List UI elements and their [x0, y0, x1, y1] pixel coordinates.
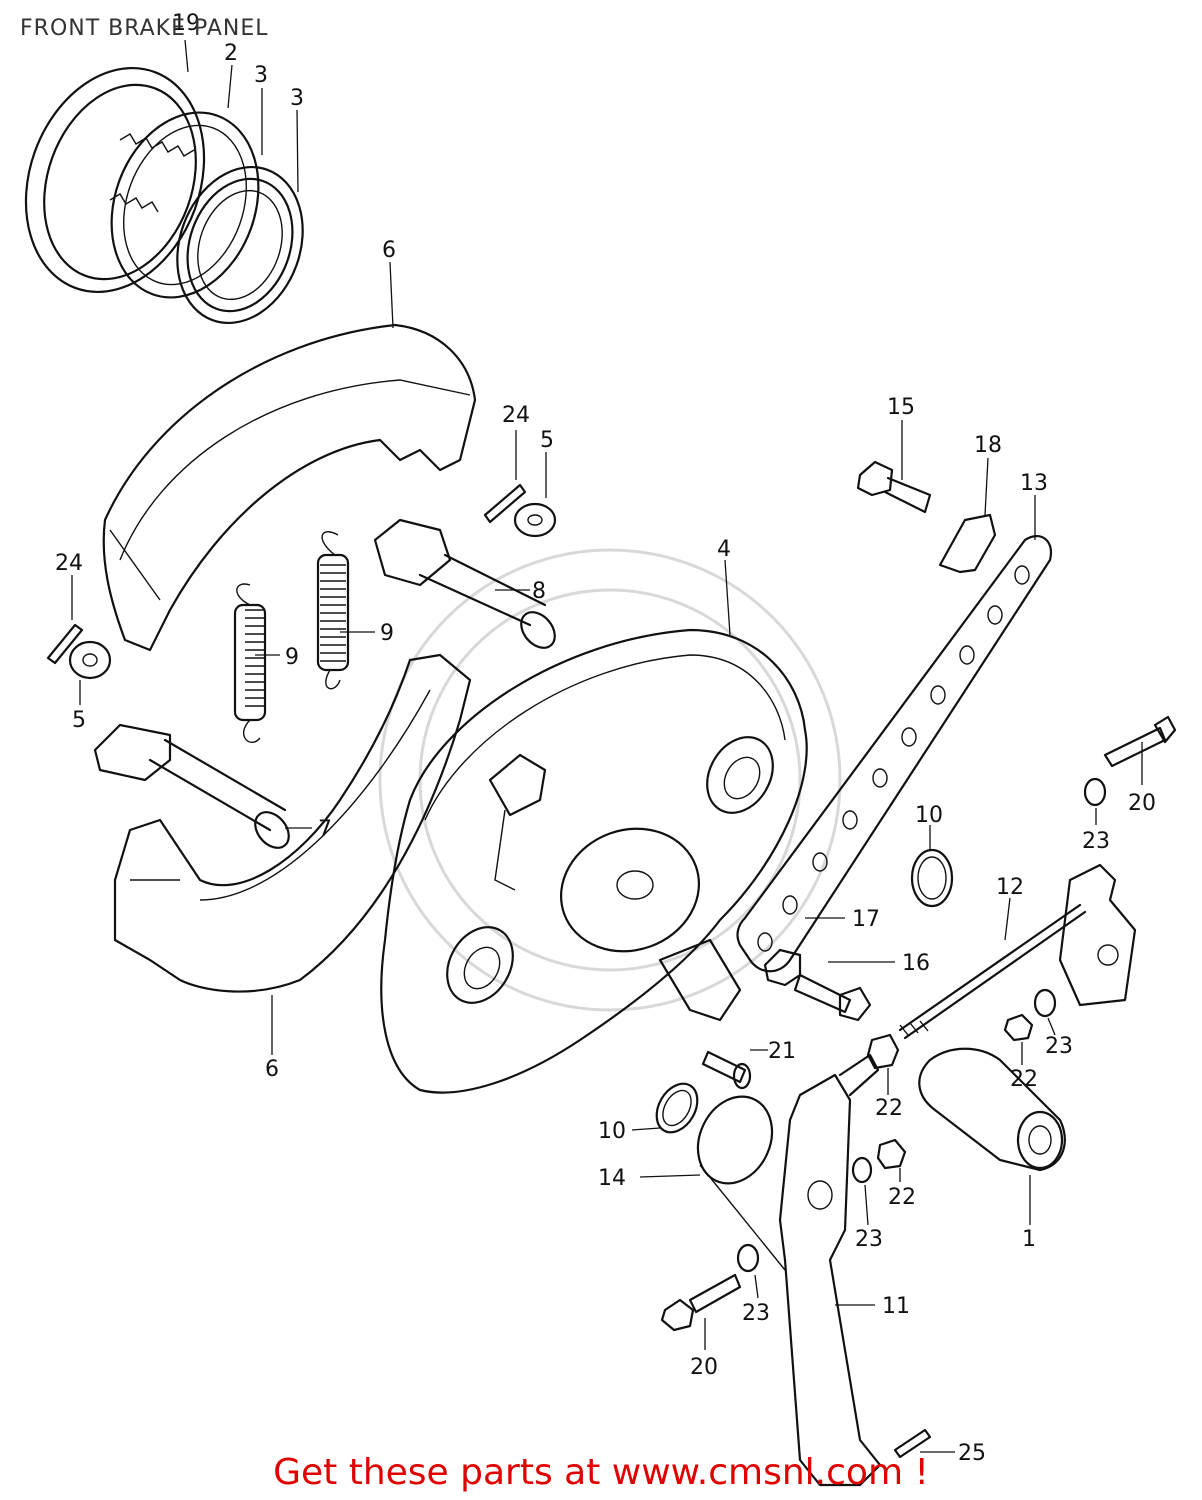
callout-7: 7 — [318, 817, 332, 842]
shoe-spring-left[interactable] — [233, 583, 267, 744]
speedometer-gear-assembly[interactable] — [0, 43, 324, 341]
cotter-pin-upper[interactable] — [483, 483, 527, 524]
callout-11: 11 — [882, 1294, 910, 1319]
callout-23-middle: 23 — [855, 1227, 883, 1252]
brake-cam-upper[interactable] — [373, 518, 562, 654]
callout-20-upper: 20 — [1128, 791, 1156, 816]
callout-17: 17 — [852, 907, 880, 932]
washer-upper[interactable] — [513, 502, 557, 538]
callout-4: 4 — [717, 537, 731, 562]
brake-panel[interactable] — [380, 628, 808, 1094]
return-spring-14[interactable] — [684, 1084, 786, 1271]
callout-13: 13 — [1020, 471, 1048, 496]
callout-22-lower: 22 — [888, 1185, 916, 1210]
callout-19: 19 — [172, 11, 200, 36]
callout-18: 18 — [974, 433, 1002, 458]
leader-lines — [71, 39, 1143, 1453]
nut-22-right[interactable] — [1003, 1013, 1034, 1042]
callout-5-upper: 5 — [540, 428, 554, 453]
washer-23-middle[interactable] — [851, 1156, 873, 1184]
brake-rod-joint[interactable] — [1058, 863, 1137, 1007]
bolt-20-lower[interactable] — [660, 1273, 742, 1332]
parts-link-banner[interactable]: Get these parts at www.cmsnl.com ! — [273, 1452, 929, 1493]
callout-24-upper: 24 — [502, 403, 530, 428]
screw-21[interactable] — [701, 1050, 752, 1090]
washer-23-lower[interactable] — [736, 1243, 760, 1273]
callout-10-lower: 10 — [598, 1119, 626, 1144]
callout-8: 8 — [532, 579, 546, 604]
callout-21: 21 — [768, 1039, 796, 1064]
bolt-16[interactable] — [793, 973, 872, 1022]
brake-shoe-upper[interactable] — [102, 323, 477, 652]
bolt-20-upper[interactable] — [1103, 715, 1177, 768]
diagram-title: FRONT BRAKE PANEL — [20, 16, 269, 41]
callout-9-right: 9 — [380, 621, 394, 646]
brake-arm-11[interactable] — [778, 1053, 882, 1487]
washer-left[interactable] — [68, 640, 112, 680]
brake-cam-lower[interactable] — [93, 723, 296, 854]
callout-12: 12 — [996, 875, 1024, 900]
callout-1: 1 — [1022, 1227, 1036, 1252]
washer-10-lower[interactable] — [648, 1076, 705, 1139]
callout-22-right: 22 — [1010, 1067, 1038, 1092]
callout-labels: 19 2 3 3 6 24 5 15 18 13 24 8 4 9 9 5 20… — [55, 11, 1156, 1466]
cotter-pin-left[interactable] — [46, 623, 84, 665]
shoe-spring-right[interactable] — [316, 531, 350, 690]
callout-14: 14 — [598, 1166, 626, 1191]
callout-3b: 3 — [290, 86, 304, 111]
callout-2: 2 — [224, 41, 238, 66]
callout-23-lower: 23 — [742, 1301, 770, 1326]
callout-20-lower: 20 — [690, 1355, 718, 1380]
washer-23-right[interactable] — [1033, 988, 1057, 1018]
nut-22-left[interactable] — [866, 1033, 900, 1070]
callout-23-upper: 23 — [1082, 829, 1110, 854]
brake-shoe-lower[interactable] — [113, 653, 472, 993]
callout-5-left: 5 — [72, 708, 86, 733]
washer-10-upper[interactable] — [910, 848, 954, 908]
callout-6-upper: 6 — [382, 238, 396, 263]
callout-16: 16 — [902, 951, 930, 976]
brake-rod-12[interactable] — [898, 903, 1087, 1040]
callout-25: 25 — [958, 1441, 986, 1466]
callout-3a: 3 — [254, 63, 268, 88]
bolt-15[interactable] — [856, 460, 932, 514]
callout-23-right: 23 — [1045, 1034, 1073, 1059]
lock-plate-18[interactable] — [938, 513, 997, 574]
callout-9-left: 9 — [285, 645, 299, 670]
brake-stay-plate[interactable] — [736, 535, 1053, 973]
callout-22-left: 22 — [875, 1096, 903, 1121]
cotter-pin-25[interactable] — [893, 1428, 932, 1459]
washer-23-upper[interactable] — [1083, 777, 1107, 807]
callout-6-lower: 6 — [265, 1057, 279, 1082]
brake-arm-collar-1[interactable] — [918, 1047, 1066, 1172]
callout-15: 15 — [887, 395, 915, 420]
callout-24-left: 24 — [55, 551, 83, 576]
callout-10-upper: 10 — [915, 803, 943, 828]
nut-22-lower[interactable] — [876, 1138, 907, 1170]
